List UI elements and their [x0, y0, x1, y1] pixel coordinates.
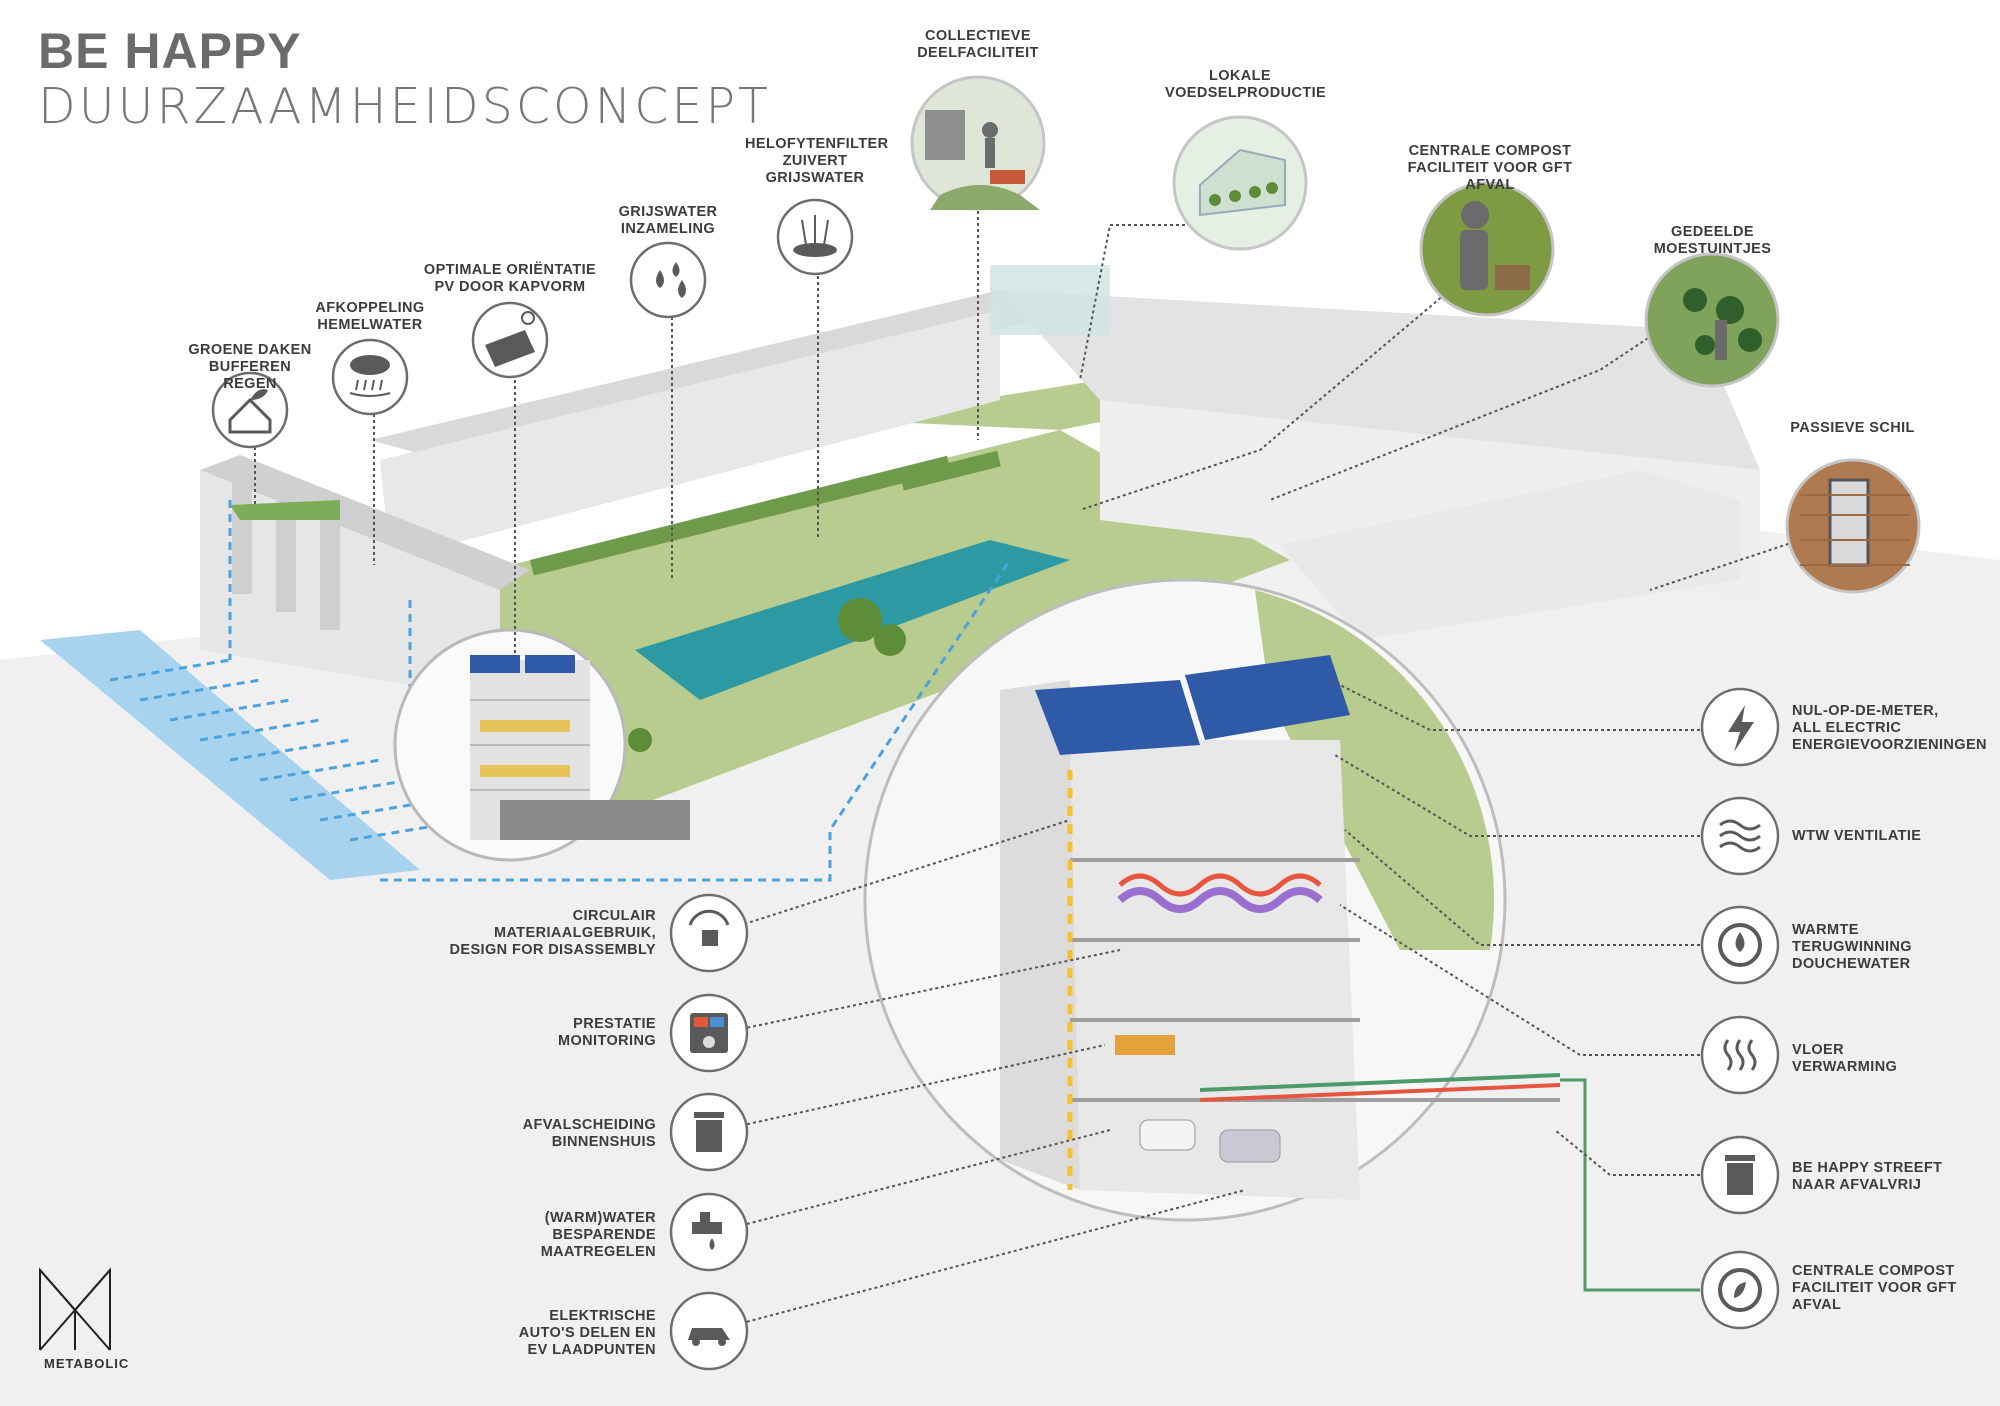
top-icon-rain-cloud: [331, 338, 409, 416]
garage-box: [500, 800, 690, 840]
title: BE HAPPY: [38, 23, 302, 79]
left-icon-faucet: [669, 1192, 749, 1272]
left-icon-monitor-panel: [669, 993, 749, 1073]
large-inset: [863, 578, 1561, 1222]
right-icon-lightning: [1700, 687, 1780, 767]
courtyard-trees: [628, 598, 906, 752]
top-icon-green-roof: [211, 371, 289, 449]
right-icon-trash-bin: [1700, 1135, 1780, 1215]
left-icon-recycle-box: [669, 893, 749, 973]
left-icon-electric-car: [669, 1291, 749, 1371]
logo-text: METABOLIC: [44, 1356, 130, 1371]
left-icon-trash-bin: [669, 1092, 749, 1172]
top-icon-reed-filter: [776, 198, 854, 276]
right-icon-air-waves: [1700, 796, 1780, 876]
metabolic-logo: [39, 1267, 111, 1351]
leader-lines: [254, 205, 1801, 1332]
canal: [40, 630, 420, 880]
right-icon-compost-cycle: [1700, 1250, 1780, 1330]
label-wtw: WTW VENTILATIE: [1792, 828, 1922, 844]
compost-connector: [1560, 1078, 1700, 1292]
top-icon-water-drops: [629, 241, 707, 319]
small-inset: [393, 628, 627, 862]
right-icon-heat-waves: [1700, 1015, 1780, 1095]
back-row-houses: [370, 265, 1760, 600]
top-photo-shared-facility: [910, 75, 1046, 211]
top-icon-solar-panel: [471, 301, 549, 379]
top-photo-compost: [1419, 181, 1555, 317]
top-photo-facade: [1785, 458, 1921, 594]
top-photo-garden: [1644, 252, 1780, 388]
left-row-houses: [200, 455, 530, 700]
top-photo-greenhouse: [1172, 115, 1308, 251]
right-row-houses: [1280, 470, 1740, 640]
label-passive-shell: PASSIEVE SCHIL: [1790, 420, 1915, 436]
right-icon-heat-drop: [1700, 905, 1780, 985]
subtitle: DUURZAAMHEIDSCONCEPT: [38, 78, 771, 135]
